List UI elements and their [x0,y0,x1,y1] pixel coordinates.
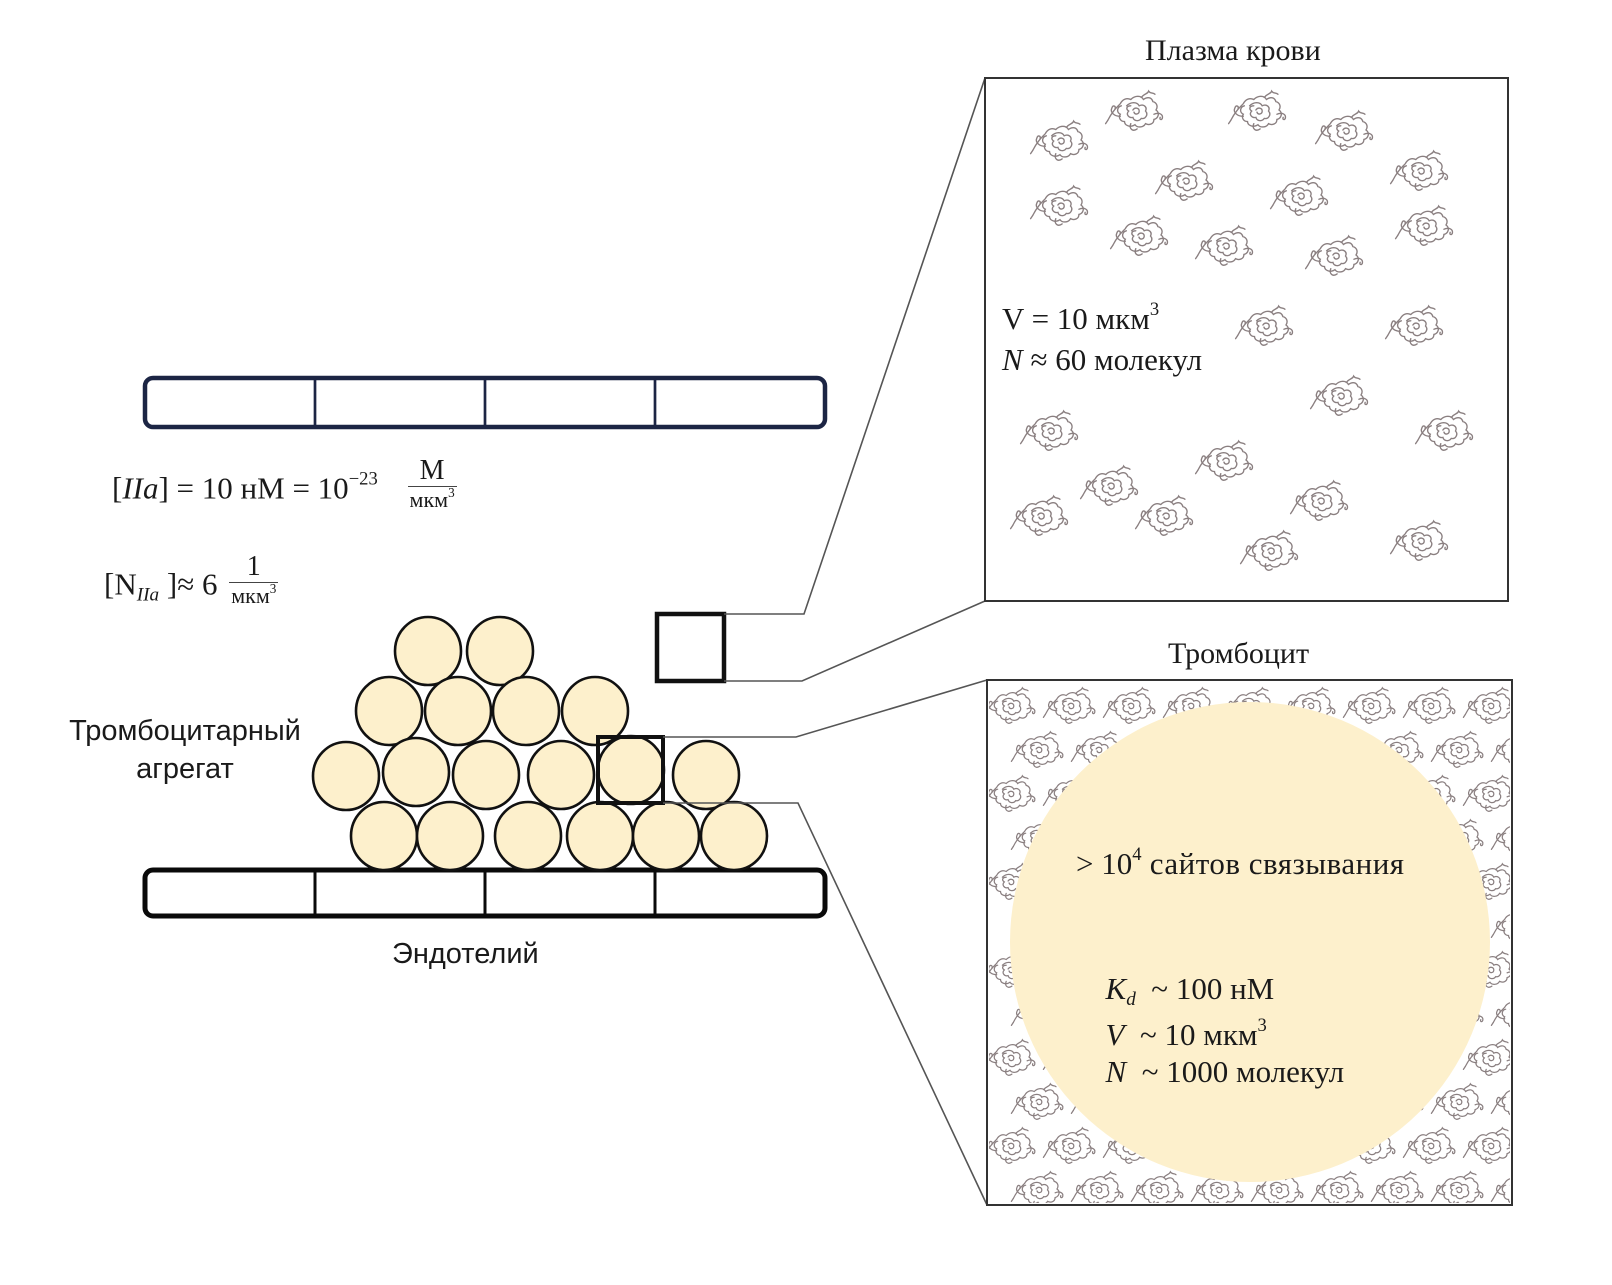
platelet-cell [423,675,493,747]
aggregate-label-line1: Тромбоцитарный [69,715,301,747]
concentration-formula: [IIa] = 10 нМ = 10−23 М мкм3 [112,456,457,513]
plasma-volume-exponent: 3 [1149,299,1160,321]
platelet-cell [699,800,769,872]
denominator-exponent: 3 [269,581,277,597]
plasma-panel-frame [984,77,1509,602]
plasma-count: N ≈ 60 молекул [1002,344,1202,375]
plasma-sample-square [654,611,727,684]
formula-exponent: −23 [348,468,378,490]
platelet-volume: V ~ 10 мкм3 [1090,988,1267,1050]
platelet-cell [631,800,701,872]
kd-value: Kd ~ 100 нМ [1090,942,1275,1009]
fraction-denominator: мкм3 [229,581,278,609]
platelet-sample-square [596,735,665,805]
plasma-volume-value: V = 10 мкм [1002,301,1150,336]
platelet-cell [393,615,463,687]
denominator-unit: мкм [231,583,270,608]
connector-platelet-bottom [663,802,988,1206]
platelet-cell [493,800,563,872]
denominator-exponent: 3 [448,485,455,501]
zoom-connectors [663,77,988,1206]
binding-sites: > 104 сайтов связывания [1076,845,1405,881]
formula-species: IIa [122,470,159,506]
connector-platelet-top [663,679,988,738]
platelet-cell [415,800,485,872]
binding-sites-exponent: 4 [1132,844,1142,866]
platelet-cell [451,739,521,811]
platelet-cell [349,800,419,872]
kd-text: ~ 100 нМ [1135,971,1275,1006]
fraction-denominator: мкм3 [408,485,457,513]
kd-symbol: K [1105,971,1127,1006]
plasma-count-symbol: N [1002,342,1023,377]
endothelium-bar [142,867,828,919]
count-formula: [NIIa ]≈ 6 1 мкм3 [104,552,279,609]
count-subscript: IIa [136,584,160,606]
platelet-cell [381,736,451,808]
platelet-cell [671,739,741,811]
platelet-volume-text: ~ 10 мкм [1124,1017,1258,1052]
fraction-numerator: 1 [229,552,279,583]
formula-value: ] = 10 нМ = 10 [158,470,349,506]
platelet-cell [491,675,561,747]
formula-bracket-open: [ [112,470,123,506]
aggregate-label: Тромбоцитарный агрегат [50,712,320,788]
formula-fraction: М мкм3 [407,456,457,513]
count-fraction: 1 мкм3 [229,552,279,609]
count-value: ]≈ 6 [159,566,218,602]
denominator-unit: мкм [409,487,449,512]
platelet-cell [311,740,381,812]
platelet-cell [596,734,666,806]
platelet-count-text: ~ 1000 молекул [1126,1054,1345,1089]
plasma-panel-title: Плазма крови [1145,34,1321,67]
vessel-wall-top [142,375,828,430]
platelet-cell [565,800,635,872]
platelet-panel-title: Тромбоцит [1168,637,1310,670]
connector-plasma-top [724,77,986,615]
aggregate-label-line2: агрегат [136,753,234,785]
platelet-count-symbol: N [1105,1054,1127,1089]
platelet-aggregate [311,615,769,872]
kd-subscript: d [1126,988,1136,1010]
connector-plasma-bottom [724,600,986,682]
platelet-cell [465,615,535,687]
platelet-volume-symbol: V [1105,1017,1125,1052]
platelet-cell [526,739,596,811]
platelet-volume-exponent: 3 [1257,1015,1267,1037]
platelet-cell-large [1010,702,1490,1182]
binding-sites-text: сайтов связывания [1141,846,1405,881]
count-open: [N [104,566,137,602]
fraction-numerator: М [407,456,457,487]
plasma-volume: V = 10 мкм3 [1002,300,1159,336]
endothelium-label: Эндотелий [392,938,539,970]
platelet-count: N ~ 1000 молекул [1090,1025,1345,1089]
plasma-count-value: ≈ 60 молекул [1022,342,1203,377]
binding-sites-prefix: > 10 [1076,846,1133,881]
platelet-cell [354,675,424,747]
platelet-cell [560,675,630,747]
